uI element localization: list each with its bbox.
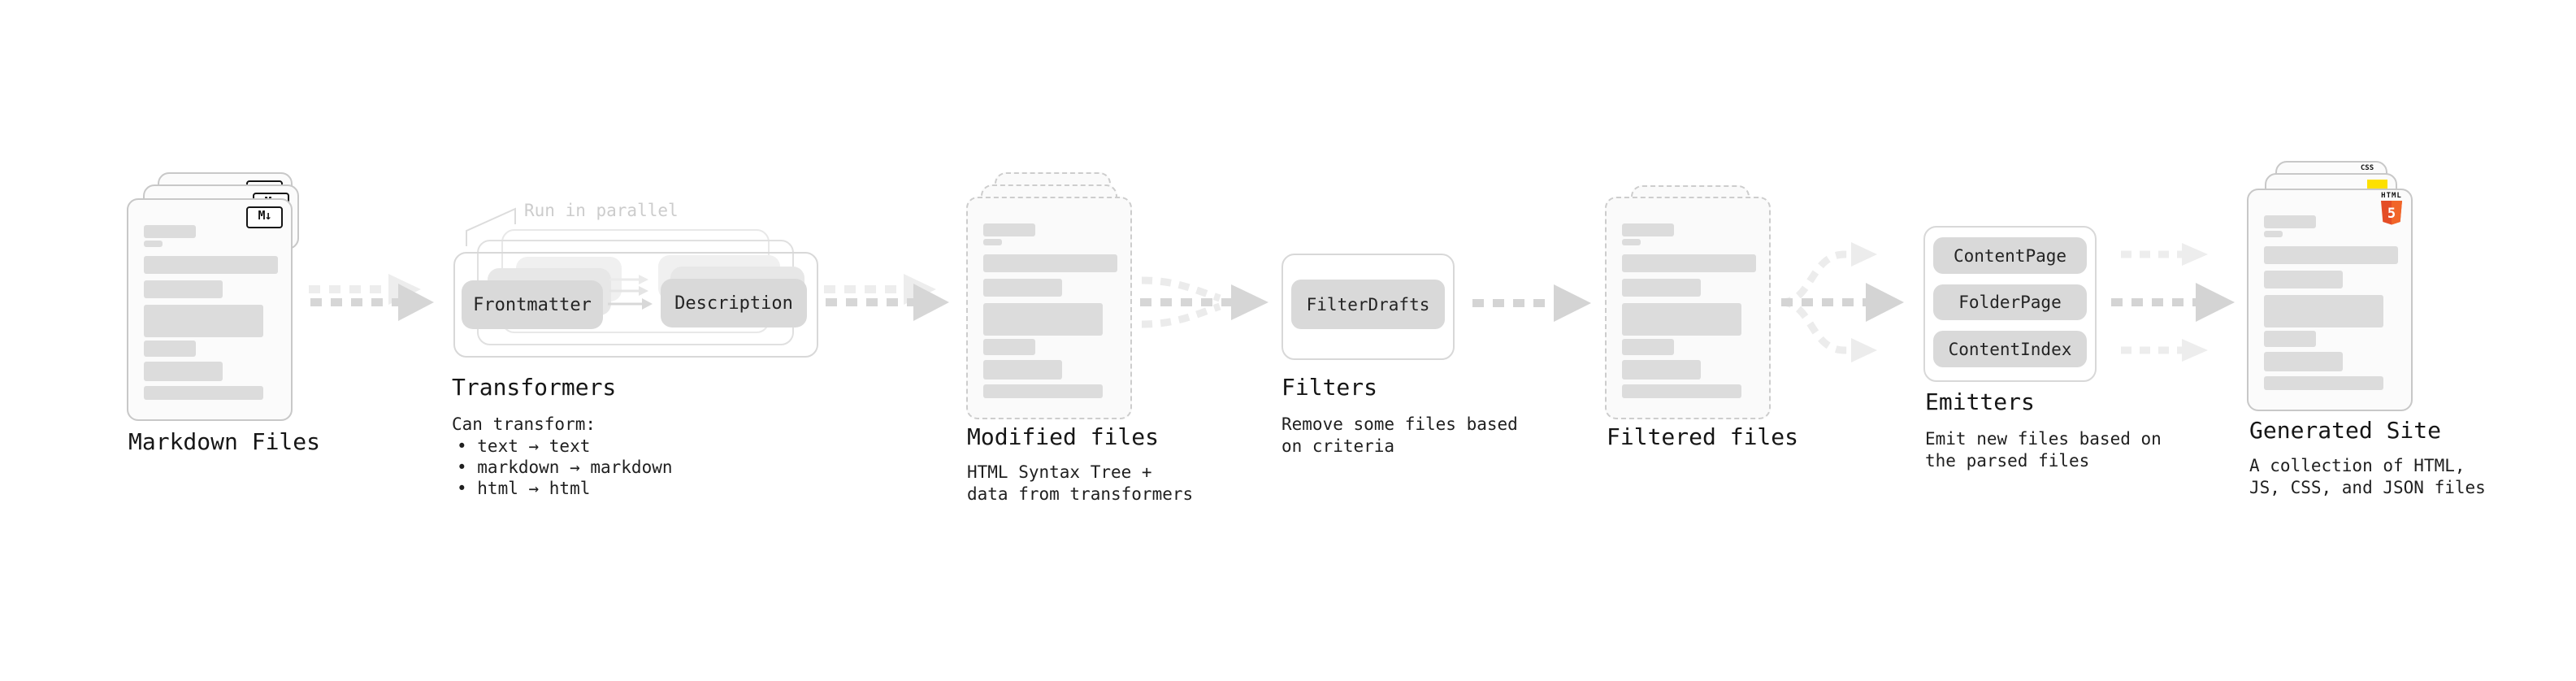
node-contentindex-label: ContentIndex <box>1948 339 2072 359</box>
doc-text-line <box>983 303 1103 336</box>
doc-text-line <box>983 223 1035 236</box>
doc-text-line <box>983 254 1117 272</box>
doc-text-line <box>1622 223 1674 236</box>
stage-title-filters: Filters <box>1281 374 1378 401</box>
transformer-frame-front <box>453 252 818 358</box>
html5-icon-number: 5 <box>2387 206 2396 222</box>
node-frontmatter-label: Frontmatter <box>473 294 592 315</box>
doc-text-line <box>144 256 278 274</box>
css-icon-label: CSS <box>2360 164 2374 172</box>
modified-files-description: HTML Syntax Tree + data from transformer… <box>967 462 1194 504</box>
doc-text-line <box>2264 295 2383 327</box>
doc-text-line <box>144 386 263 400</box>
doc-text-line <box>983 239 1002 245</box>
doc-text-line <box>983 339 1035 355</box>
js-file-icon <box>2367 180 2387 190</box>
node-folderpage: FolderPage <box>1933 284 2087 320</box>
node-contentindex: ContentIndex <box>1933 331 2087 367</box>
bullet-markdown-to-markdown: • markdown → markdown <box>457 458 673 477</box>
emitters-description: Emit new files based on the parsed files <box>1925 429 2162 471</box>
stage-title-filtered-files: Filtered files <box>1607 423 1799 450</box>
filtered-file-front <box>1605 197 1771 419</box>
stage-title-generated-site: Generated Site <box>2249 417 2442 444</box>
doc-text-line <box>983 279 1062 297</box>
doc-text-line <box>1622 239 1641 245</box>
doc-text-line <box>144 305 263 337</box>
node-filterdrafts-label: FilterDrafts <box>1306 294 1430 314</box>
doc-text-line <box>2264 331 2316 347</box>
doc-text-line <box>2264 376 2383 390</box>
generated-site-description: A collection of HTML, JS, CSS, and JSON … <box>2249 456 2486 497</box>
doc-text-line <box>1622 254 1756 272</box>
node-contentpage-label: ContentPage <box>1953 245 2067 266</box>
doc-text-line <box>1622 279 1701 297</box>
doc-text-line <box>2264 215 2316 228</box>
modified-file-front <box>966 197 1132 419</box>
markdown-icon-label: M↓ <box>258 208 271 223</box>
stage-title-modified-files: Modified files <box>967 423 1160 450</box>
arrow-modified-to-filters <box>1140 276 1268 328</box>
doc-text-line <box>983 360 1062 380</box>
doc-text-line <box>144 241 163 247</box>
run-in-parallel-leader-line <box>466 207 516 246</box>
html5-icon: HTML 5 <box>2379 192 2404 228</box>
doc-text-line <box>144 225 196 238</box>
html5-shield: 5 <box>2381 201 2402 225</box>
run-in-parallel-label: Run in parallel <box>524 201 679 220</box>
arrow-markdown-to-transformers <box>309 274 434 321</box>
site-file-html: HTML 5 <box>2247 189 2413 411</box>
doc-text-line <box>2264 246 2398 264</box>
html5-icon-word: HTML <box>2381 192 2402 200</box>
transformers-bullet-list: • text → text • markdown → markdown • ht… <box>457 436 673 499</box>
arrow-emitters-to-site <box>2111 243 2235 362</box>
node-description-label: Description <box>674 293 793 314</box>
doc-text-line <box>144 362 223 381</box>
node-frontmatter: Frontmatter <box>462 280 603 329</box>
node-description: Description <box>661 279 807 327</box>
node-folderpage-label: FolderPage <box>1958 293 2062 312</box>
arrow-filtered-to-emitters <box>1780 242 1904 362</box>
doc-text-line <box>144 340 196 357</box>
doc-text-line <box>1622 303 1741 336</box>
doc-text-line <box>2264 271 2343 288</box>
transformers-description: Can transform: <box>452 414 596 434</box>
filters-description: Remove some files based on criteria <box>1281 414 1518 456</box>
arrow-filters-to-filtered <box>1472 284 1591 322</box>
node-filterdrafts: FilterDrafts <box>1291 280 1445 329</box>
doc-text-line <box>1622 339 1674 355</box>
bullet-html-to-html: • html → html <box>457 479 591 498</box>
doc-text-line <box>2264 231 2283 237</box>
markdown-file-front: M↓ <box>127 198 293 421</box>
parallel-mini-arrows <box>608 275 653 310</box>
doc-text-line <box>1622 360 1701 380</box>
doc-text-line <box>2264 352 2343 371</box>
doc-text-line <box>983 384 1103 398</box>
bullet-text-to-text: • text → text <box>457 436 591 456</box>
markdown-icon: M↓ <box>246 206 283 228</box>
stage-title-markdown-files: Markdown Files <box>128 428 321 455</box>
doc-text-line <box>1622 384 1741 398</box>
arrow-transformers-to-modified <box>824 274 949 321</box>
stage-title-transformers: Transformers <box>452 374 617 401</box>
node-contentpage: ContentPage <box>1933 237 2087 274</box>
stage-title-emitters: Emitters <box>1925 388 2035 415</box>
doc-text-line <box>144 280 223 298</box>
